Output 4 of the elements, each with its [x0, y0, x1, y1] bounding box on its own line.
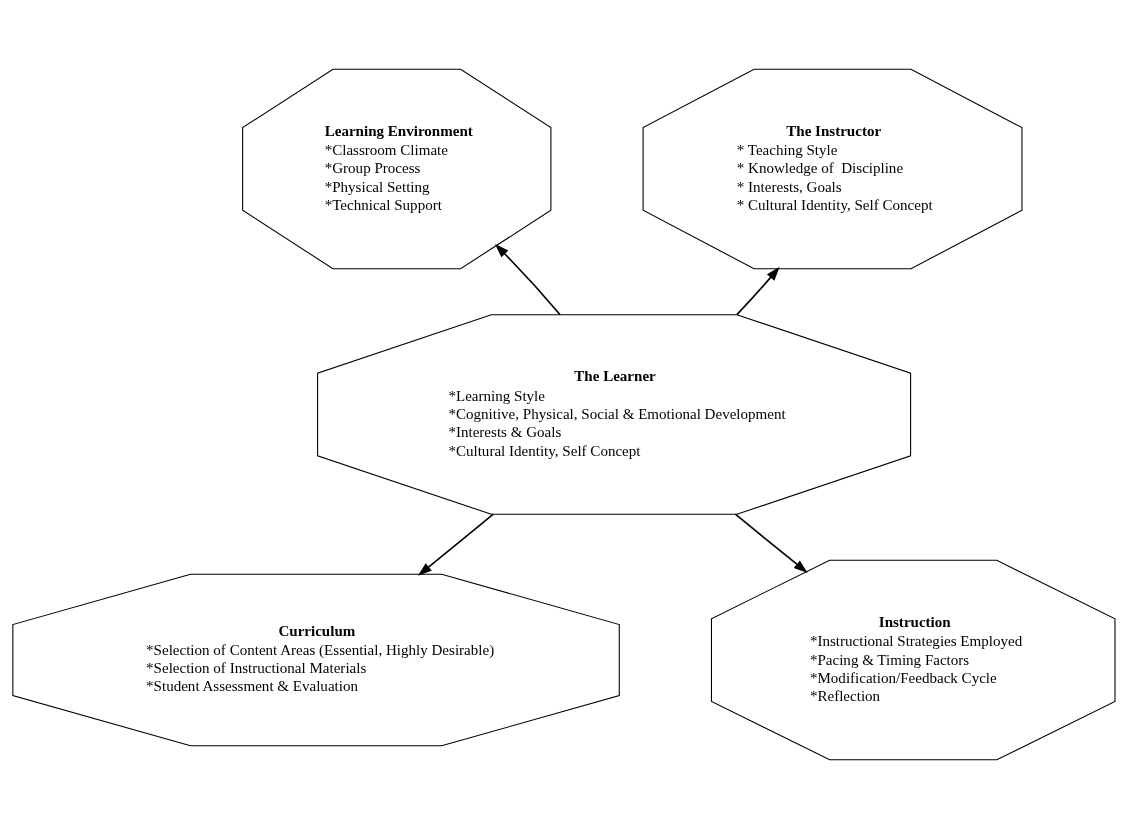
arrow: [495, 243, 561, 315]
arrow: [736, 266, 780, 315]
arrow: [734, 512, 808, 573]
arrow: [417, 512, 495, 576]
